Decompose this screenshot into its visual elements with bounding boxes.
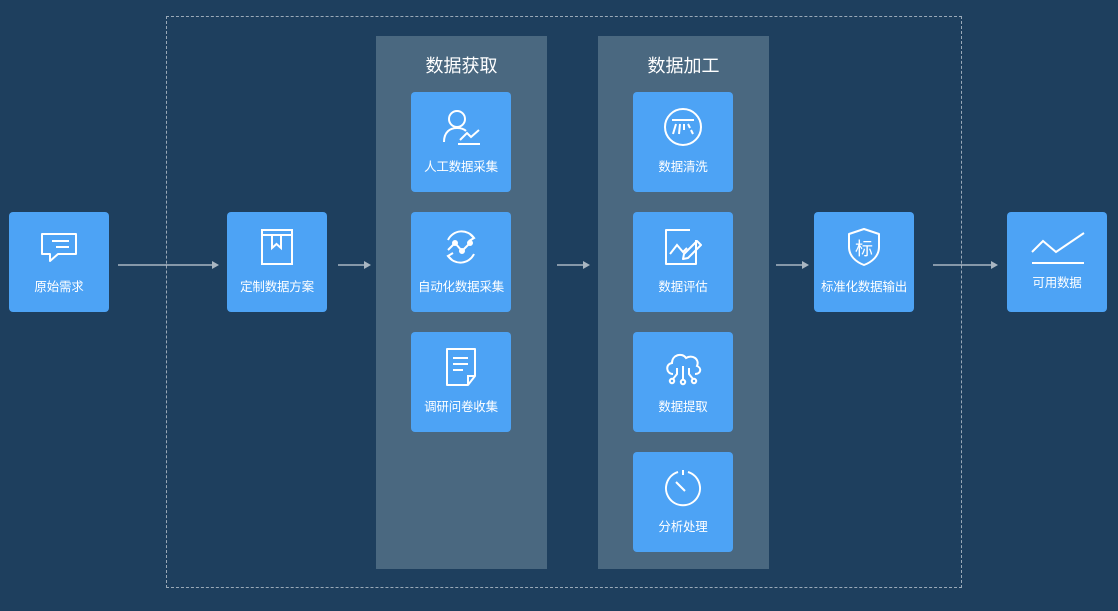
processing-title: 数据加工 (647, 56, 720, 77)
manual-collection-card[interactable]: 人工数据采集 (411, 92, 511, 192)
usable-data-label: 可用数据 (1032, 275, 1082, 290)
data-evaluation-label: 数据评估 (658, 279, 708, 294)
document-icon (440, 346, 482, 388)
analysis-card[interactable]: 分析处理 (633, 452, 733, 552)
shower-icon (662, 106, 704, 148)
timer-icon (662, 466, 704, 508)
survey-collection-card[interactable]: 调研问卷收集 (411, 332, 511, 432)
acquisition-title: 数据获取 (425, 56, 498, 77)
data-extraction-label: 数据提取 (658, 399, 708, 414)
arrow-requirement-to-plan (118, 261, 219, 269)
auto-collection-card[interactable]: 自动化数据采集 (411, 212, 511, 312)
line-trend-icon (1030, 230, 1086, 268)
person-chart-icon (440, 106, 482, 148)
arrow-output-to-usable (933, 261, 998, 269)
plan-label: 定制数据方案 (240, 279, 314, 294)
data-extraction-card[interactable]: 数据提取 (633, 332, 733, 432)
shield-icon: 标 (843, 226, 885, 268)
analysis-label: 分析处理 (658, 519, 708, 534)
chat-bubble-icon (38, 226, 80, 268)
data-evaluation-card[interactable]: 数据评估 (633, 212, 733, 312)
bookmark-book-icon (256, 226, 298, 268)
standard-output-node[interactable]: 标 标准化数据输出 (814, 212, 914, 312)
auto-collection-label: 自动化数据采集 (417, 279, 505, 294)
dashed-boundary (166, 16, 962, 588)
requirement-node[interactable]: 原始需求 (9, 212, 109, 312)
arrow-plan-to-acquisition (338, 261, 371, 269)
auto-cycle-icon (440, 226, 482, 268)
data-cleaning-label: 数据清洗 (658, 159, 708, 174)
usable-data-node[interactable]: 可用数据 (1007, 212, 1107, 312)
data-cleaning-card[interactable]: 数据清洗 (633, 92, 733, 192)
requirement-label: 原始需求 (34, 279, 84, 294)
arrow-processing-to-output (776, 261, 809, 269)
arrow-acquisition-to-processing (557, 261, 590, 269)
cloud-circuit-icon (662, 346, 704, 388)
chart-pencil-icon (662, 226, 704, 268)
survey-collection-label: 调研问卷收集 (424, 399, 498, 414)
plan-node[interactable]: 定制数据方案 (227, 212, 327, 312)
standard-output-label: 标准化数据输出 (820, 279, 908, 294)
manual-collection-label: 人工数据采集 (424, 159, 498, 174)
shield-icon-text: 标 (855, 239, 873, 260)
